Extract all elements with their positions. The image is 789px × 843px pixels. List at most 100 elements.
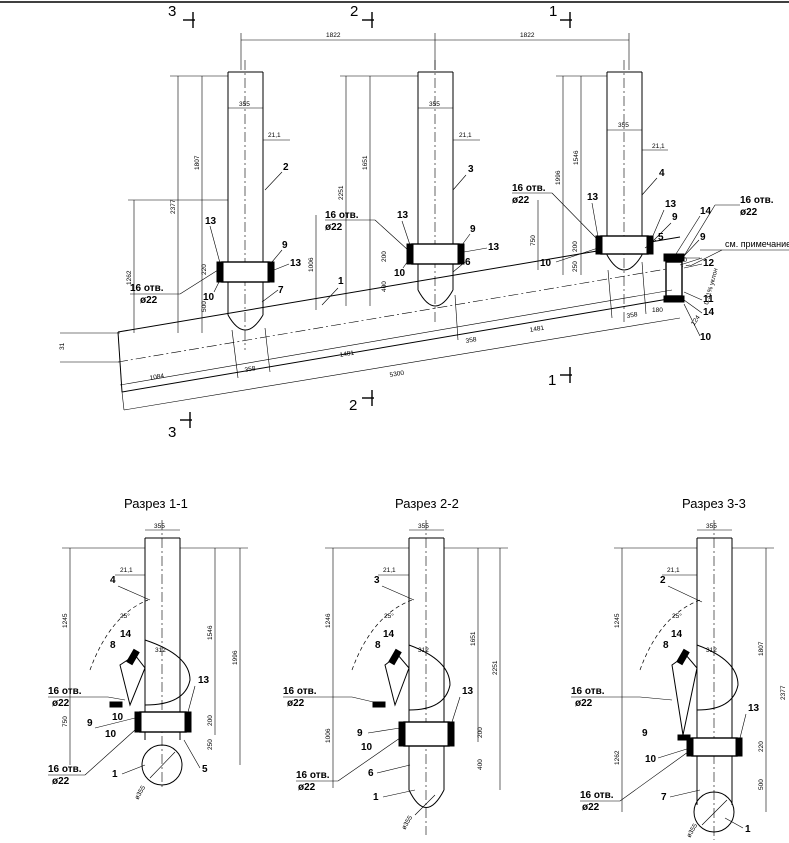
svg-text:21,1: 21,1 [459, 132, 472, 139]
svg-text:1245: 1245 [62, 613, 69, 628]
svg-text:1996: 1996 [232, 650, 239, 665]
svg-text:13: 13 [462, 686, 474, 697]
svg-text:ø355: ø355 [401, 814, 415, 831]
svg-text:1: 1 [745, 824, 751, 835]
svg-text:13: 13 [290, 258, 302, 269]
svg-text:10: 10 [540, 258, 552, 269]
svg-text:355: 355 [429, 101, 440, 108]
holes-labels-plan: 16 отв. ø22 16 отв. ø22 16 отв. ø22 16 о… [130, 183, 774, 306]
svg-text:355: 355 [239, 101, 250, 108]
svg-text:8: 8 [110, 640, 116, 651]
svg-text:1246: 1246 [325, 613, 332, 628]
svg-text:200: 200 [572, 241, 579, 252]
svg-text:14: 14 [703, 307, 715, 318]
svg-text:3: 3 [168, 424, 176, 441]
svg-text:4: 4 [659, 168, 665, 179]
svg-text:10: 10 [112, 712, 124, 723]
svg-text:3: 3 [374, 575, 380, 586]
svg-text:180: 180 [652, 307, 663, 314]
bottom-dimensions: 1084 358 1481 358 1481 358 5300 [119, 261, 681, 411]
svg-text:355: 355 [618, 122, 629, 129]
svg-text:ø22: ø22 [287, 698, 305, 709]
svg-text:см. примечание: см. примечание [725, 239, 789, 249]
svg-text:2: 2 [283, 162, 289, 173]
svg-text:16 отв.: 16 отв. [571, 686, 605, 697]
svg-text:1084: 1084 [149, 373, 165, 382]
svg-text:ø22: ø22 [512, 195, 530, 206]
svg-text:13: 13 [198, 675, 210, 686]
svg-text:1262: 1262 [614, 750, 621, 765]
svg-text:ø355: ø355 [686, 822, 700, 839]
svg-text:312: 312 [155, 647, 166, 654]
svg-text:16 отв.: 16 отв. [296, 770, 330, 781]
plan-callouts: 2 3 4 13 9 13 7 1 13 9 13 6 13 [203, 162, 715, 343]
svg-text:ø22: ø22 [52, 776, 70, 787]
svg-text:13: 13 [397, 210, 409, 221]
svg-text:1006: 1006 [325, 728, 332, 743]
svg-text:8: 8 [375, 640, 381, 651]
svg-text:358: 358 [626, 311, 638, 320]
svg-text:1: 1 [548, 372, 556, 389]
plan-view: 3 2 1 1822 1822 [59, 3, 789, 441]
svg-text:4: 4 [110, 575, 116, 586]
section-marker-1-bottom: 1 [548, 367, 572, 389]
svg-text:1481: 1481 [529, 325, 545, 334]
svg-text:1651: 1651 [470, 631, 477, 646]
svg-text:1546: 1546 [207, 625, 214, 640]
svg-text:200: 200 [381, 251, 388, 262]
svg-text:13: 13 [488, 242, 500, 253]
svg-text:12: 12 [703, 258, 715, 269]
svg-text:2: 2 [350, 3, 358, 20]
svg-text:1: 1 [373, 792, 379, 803]
svg-text:16 отв.: 16 отв. [283, 686, 317, 697]
svg-text:25°: 25° [384, 612, 394, 620]
svg-text:8: 8 [663, 640, 669, 651]
svg-text:16 отв.: 16 отв. [512, 183, 546, 194]
svg-text:500: 500 [758, 779, 765, 790]
svg-text:2: 2 [349, 397, 357, 414]
svg-text:21,1: 21,1 [120, 567, 133, 574]
svg-text:21,1: 21,1 [268, 132, 281, 139]
svg-text:ø22: ø22 [52, 698, 70, 709]
svg-text:16 отв.: 16 отв. [740, 195, 774, 206]
main-header-pipe: 31 [59, 236, 691, 393]
svg-text:13: 13 [587, 192, 599, 203]
svg-text:1807: 1807 [758, 641, 765, 656]
svg-text:10: 10 [361, 742, 373, 753]
section-marker-2-bottom: 2 [349, 390, 374, 414]
svg-text:9: 9 [87, 718, 93, 729]
svg-text:5300: 5300 [389, 370, 405, 379]
svg-text:5: 5 [658, 232, 664, 243]
section-title-1-1: Разрез 1-1 [124, 496, 188, 511]
section-view-2-2: Разрез 2-2 355 21,1 ø355 25° 312 1246 10… [283, 496, 508, 835]
svg-text:1807: 1807 [194, 155, 201, 170]
svg-text:1651: 1651 [362, 155, 369, 170]
svg-text:10: 10 [203, 292, 215, 303]
svg-text:6: 6 [368, 768, 374, 779]
svg-text:400: 400 [477, 759, 484, 770]
svg-text:2: 2 [660, 575, 666, 586]
svg-text:13: 13 [665, 199, 677, 210]
svg-text:ø22: ø22 [740, 207, 758, 218]
svg-text:1: 1 [338, 276, 344, 287]
svg-text:10: 10 [645, 754, 657, 765]
svg-text:9: 9 [282, 240, 288, 251]
svg-text:312: 312 [418, 647, 429, 654]
svg-text:355: 355 [418, 523, 429, 530]
svg-text:1: 1 [549, 3, 557, 20]
svg-text:9: 9 [357, 728, 363, 739]
branch-pipe-3: 355 21,1 2251 1651 1006 200 400 [308, 60, 480, 322]
section-view-3-3: Разрез 3-3 355 21,1 ø355 25° 312 1245 12… [571, 496, 787, 840]
svg-text:ø22: ø22 [325, 222, 343, 233]
svg-text:3: 3 [468, 164, 474, 175]
drain-flange: 150 180 124 0.31% уклон см. примечание [652, 239, 789, 327]
svg-text:1: 1 [112, 769, 118, 780]
svg-text:5: 5 [202, 764, 208, 775]
svg-text:500: 500 [201, 301, 208, 312]
section-view-1-1: Разрез 1-1 355 21,1 ø355 25° 312 1245 75… [48, 496, 248, 801]
svg-text:13: 13 [748, 703, 760, 714]
svg-text:ø22: ø22 [575, 698, 593, 709]
svg-text:750: 750 [530, 235, 537, 246]
svg-text:16 отв.: 16 отв. [48, 764, 82, 775]
